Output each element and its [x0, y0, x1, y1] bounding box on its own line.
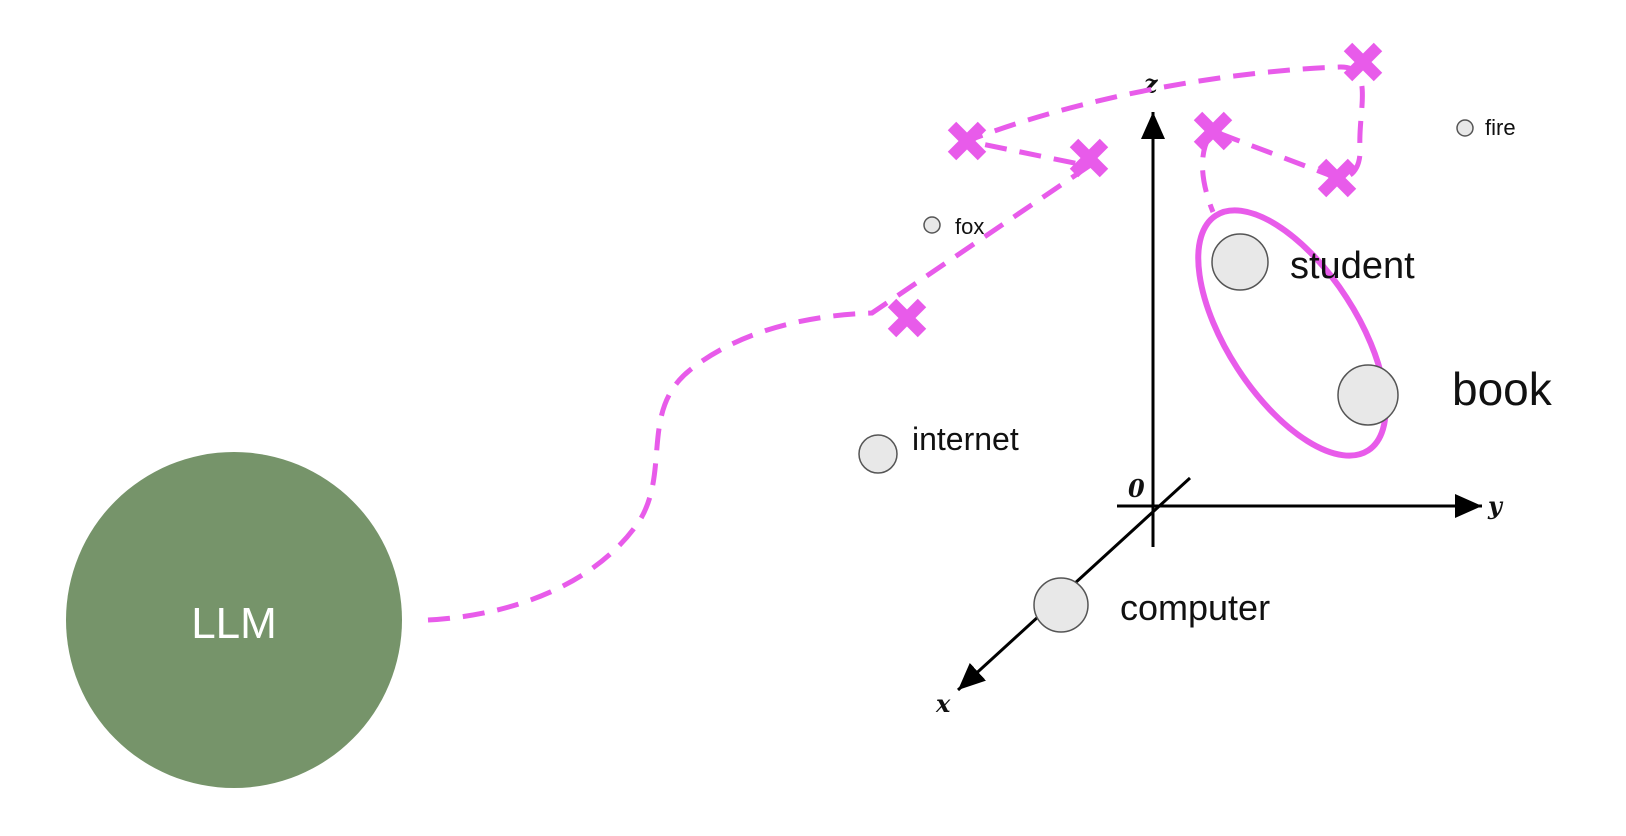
trajectory-x-marker — [1069, 138, 1109, 178]
word-point-computer-dot — [1033, 577, 1089, 633]
trajectory-x-marker — [947, 121, 987, 161]
word-label-computer: computer — [1120, 587, 1270, 628]
word-point-fire-dot — [1456, 119, 1474, 137]
word-label-internet: internet — [912, 421, 1019, 457]
word-point-fire: fire — [1456, 115, 1516, 140]
word-point-internet-dot — [858, 434, 898, 474]
trajectory-x-marker — [887, 298, 927, 338]
trajectory-markers — [887, 42, 1383, 338]
x-axis-label: x — [935, 689, 951, 718]
y-axis-label: y — [1487, 491, 1504, 520]
llm-label: LLM — [191, 599, 277, 648]
word-point-internet: internet — [858, 421, 1019, 474]
word-label-book: book — [1452, 363, 1553, 415]
word-point-fox-dot — [923, 216, 941, 234]
trajectory-x-marker — [1317, 158, 1357, 198]
z-axis-label: z — [1143, 69, 1159, 98]
word-point-book-dot — [1337, 364, 1399, 426]
word-point-book: book — [1337, 363, 1553, 426]
trajectory-path — [427, 64, 1365, 623]
llm-circle — [66, 452, 402, 788]
trajectory-x-marker — [1343, 42, 1383, 82]
trajectory-x-marker — [1193, 111, 1233, 151]
word-label-student: student — [1290, 245, 1415, 287]
word-point-computer: computer — [1033, 577, 1270, 633]
word-point-fox: fox — [923, 214, 984, 239]
origin-label: 0 — [1128, 474, 1145, 503]
llm-node: LLM — [66, 452, 402, 788]
word-point-student-dot — [1211, 233, 1269, 291]
highlighted-cluster-ellipse — [1195, 207, 1389, 459]
word-point-student: student — [1211, 233, 1415, 291]
word-label-fox: fox — [955, 214, 984, 239]
word-label-fire: fire — [1485, 115, 1516, 140]
